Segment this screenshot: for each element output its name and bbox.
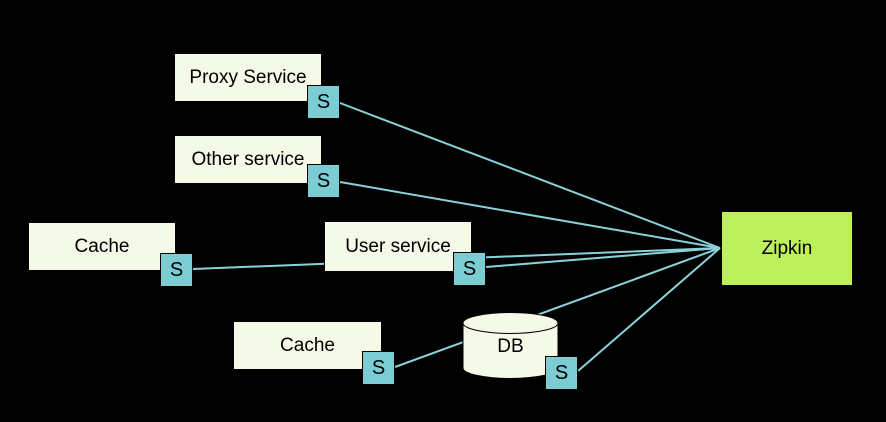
node-user-service: User service xyxy=(324,221,472,272)
node-cache-bottom-label: Cache xyxy=(280,334,335,356)
node-zipkin-label: Zipkin xyxy=(761,237,813,259)
span-badge-user-service: S xyxy=(453,252,486,286)
node-cache-left-label: Cache xyxy=(74,235,130,257)
node-proxy-service-label: Proxy Service xyxy=(189,66,307,88)
node-user-service-label: User service xyxy=(345,235,451,257)
span-badge-cache-left: S xyxy=(160,253,193,287)
span-badge-proxy-service: S xyxy=(307,85,340,119)
span-badge-cache-bottom: S xyxy=(362,351,395,385)
node-proxy-service: Proxy Service xyxy=(174,53,322,102)
node-cache-bottom: Cache xyxy=(233,321,382,370)
node-db-label-text: DB xyxy=(497,336,524,357)
span-badge-db: S xyxy=(545,356,578,390)
span-badge-other-service: S xyxy=(307,164,340,198)
edge-other-span-to-zipkin xyxy=(339,181,721,249)
node-db-label: DB xyxy=(463,328,558,366)
edge-user-span-to-zipkin xyxy=(485,247,721,268)
node-cache-left: Cache xyxy=(28,222,176,271)
database-cylinder-top xyxy=(462,312,559,334)
edge-proxy-span-to-zipkin xyxy=(339,102,721,249)
node-other-service: Other service xyxy=(174,135,322,184)
node-zipkin: Zipkin xyxy=(721,211,853,286)
edge-db-span-to-zipkin xyxy=(577,247,721,372)
node-other-service-label: Other service xyxy=(191,148,305,170)
database-cylinder xyxy=(462,312,559,379)
edge-cache2-span-to-zipkin xyxy=(394,247,721,368)
